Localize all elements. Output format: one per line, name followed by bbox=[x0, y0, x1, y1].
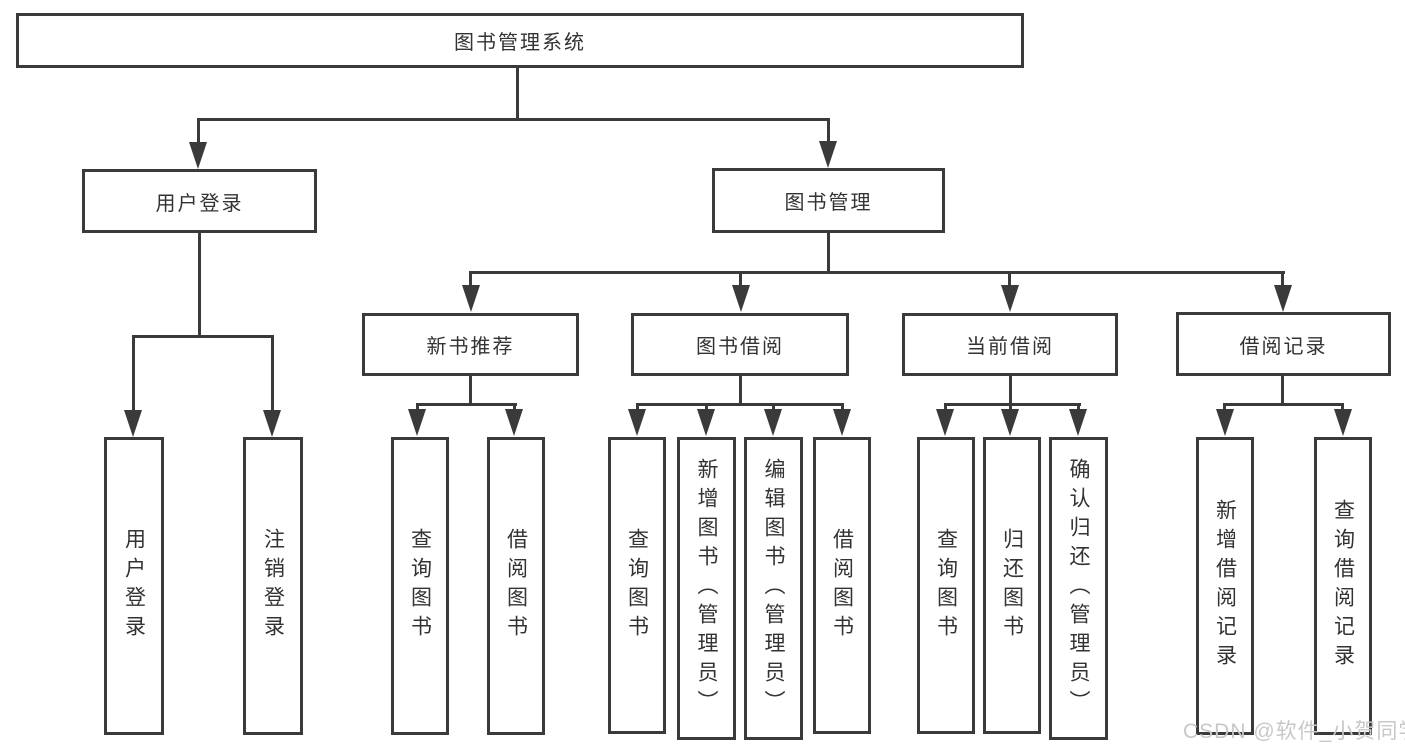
connector-line bbox=[827, 120, 830, 145]
node-leaf-logout: 注销登录 bbox=[243, 437, 303, 735]
connector-line bbox=[1008, 273, 1011, 287]
connector-line bbox=[1223, 403, 1344, 406]
connector-line bbox=[416, 405, 419, 412]
node-leaf-add-borrow-record: 新增借阅记录 bbox=[1196, 437, 1254, 735]
connector-line bbox=[469, 273, 472, 287]
connector-line bbox=[1009, 375, 1012, 405]
connector-line bbox=[469, 271, 1285, 274]
arrow-down-icon bbox=[732, 285, 750, 312]
node-root: 图书管理系统 bbox=[16, 13, 1024, 68]
node-borrowing-records: 借阅记录 bbox=[1176, 312, 1391, 376]
arrow-down-icon bbox=[408, 409, 426, 436]
connector-line bbox=[197, 120, 200, 145]
connector-line bbox=[513, 405, 516, 412]
connector-line bbox=[944, 405, 947, 412]
arrow-down-icon bbox=[1334, 409, 1352, 436]
connector-line bbox=[841, 405, 844, 412]
arrow-down-icon bbox=[462, 285, 480, 312]
connector-line bbox=[1281, 375, 1284, 405]
connector-line bbox=[132, 337, 135, 413]
node-book-management: 图书管理 bbox=[712, 168, 945, 233]
node-leaf-add-books-admin: 新增图书（管理员） bbox=[677, 437, 736, 740]
arrow-down-icon bbox=[1216, 409, 1234, 436]
arrow-down-icon bbox=[124, 410, 142, 437]
connector-line bbox=[636, 403, 844, 406]
connector-line bbox=[271, 337, 274, 413]
arrow-down-icon bbox=[1069, 409, 1087, 436]
node-leaf-query-books-1: 查询图书 bbox=[391, 437, 449, 735]
connector-line bbox=[132, 335, 274, 338]
connector-line bbox=[416, 403, 517, 406]
arrow-down-icon bbox=[189, 142, 207, 169]
arrow-down-icon bbox=[697, 409, 715, 436]
arrow-down-icon bbox=[505, 409, 523, 436]
connector-line bbox=[1077, 405, 1080, 412]
csdn-watermark: CSDN @软件_小贺同学 bbox=[1183, 720, 1405, 743]
node-book-borrowing: 图书借阅 bbox=[631, 313, 849, 376]
connector-line bbox=[944, 403, 1081, 406]
connector-line bbox=[772, 405, 775, 412]
node-user-login: 用户登录 bbox=[82, 169, 317, 233]
node-leaf-borrow-books-2: 借阅图书 bbox=[813, 437, 871, 734]
connector-line bbox=[1223, 405, 1226, 412]
node-current-borrowing: 当前借阅 bbox=[902, 313, 1118, 376]
node-leaf-query-books-2: 查询图书 bbox=[608, 437, 666, 734]
connector-line bbox=[705, 405, 708, 412]
arrow-down-icon bbox=[936, 409, 954, 436]
arrow-down-icon bbox=[1001, 409, 1019, 436]
arrow-down-icon bbox=[764, 409, 782, 436]
connector-line bbox=[636, 405, 639, 412]
connector-line bbox=[516, 67, 519, 121]
connector-line bbox=[198, 232, 201, 338]
node-new-book-recommend: 新书推荐 bbox=[362, 313, 579, 376]
arrow-down-icon bbox=[833, 409, 851, 436]
connector-line bbox=[739, 375, 742, 405]
connector-line bbox=[827, 232, 830, 273]
arrow-down-icon bbox=[819, 141, 837, 168]
node-leaf-user-login: 用户登录 bbox=[104, 437, 164, 735]
node-leaf-query-books-3: 查询图书 bbox=[917, 437, 975, 734]
node-leaf-borrow-books-1: 借阅图书 bbox=[487, 437, 545, 735]
node-leaf-query-borrow-record: 查询借阅记录 bbox=[1314, 437, 1372, 735]
arrow-down-icon bbox=[263, 410, 281, 437]
connector-line bbox=[1009, 405, 1012, 412]
arrow-down-icon bbox=[1274, 285, 1292, 312]
connector-line bbox=[739, 273, 742, 287]
node-leaf-confirm-return-admin: 确认归还（管理员） bbox=[1049, 437, 1108, 740]
connector-line bbox=[197, 118, 830, 121]
connector-line bbox=[469, 375, 472, 405]
connector-line bbox=[1341, 405, 1344, 412]
arrow-down-icon bbox=[628, 409, 646, 436]
arrow-down-icon bbox=[1001, 285, 1019, 312]
connector-line bbox=[1281, 273, 1284, 287]
node-leaf-return-books: 归还图书 bbox=[983, 437, 1041, 734]
node-leaf-edit-books-admin: 编辑图书（管理员） bbox=[744, 437, 803, 740]
